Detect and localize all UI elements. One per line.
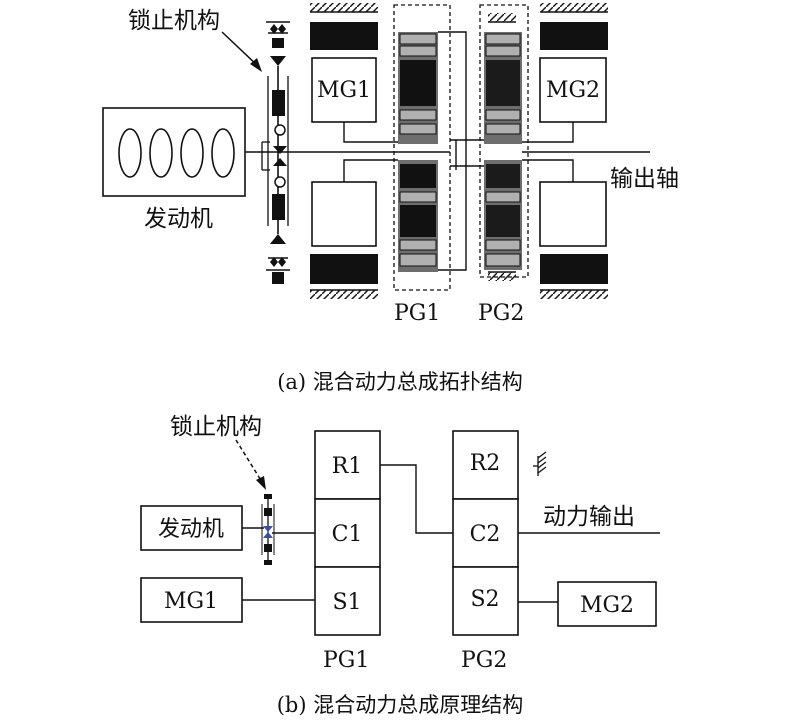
r2-ground-icon — [533, 451, 547, 476]
ground-hatch-top-left — [310, 3, 378, 13]
topology-connections — [343, 31, 650, 271]
mg2-label-a: MG2 — [546, 78, 600, 103]
s2-label: S2 — [470, 587, 499, 612]
engine-box — [140, 505, 243, 551]
pg2-ring-gear-r2 — [452, 430, 519, 500]
mg1-rotor-box-lower — [311, 181, 377, 247]
lock-pointer-arrow-b — [235, 439, 266, 490]
pg2-label-b: PG2 — [461, 648, 507, 673]
topology-diagram: 锁止机构 发动机 — [102, 3, 679, 394]
mg2-rotor-box-lower — [539, 181, 607, 247]
mg1-label-a: MG1 — [317, 78, 371, 103]
lock-mechanism-label-b: 锁止机构 — [170, 414, 262, 440]
pg2-frame — [479, 4, 529, 278]
engine-label-a: 发动机 — [144, 206, 213, 232]
pg2-gear-set-bottom — [484, 160, 522, 270]
ground-hatch-top-right — [540, 3, 608, 13]
mg1-box — [140, 577, 243, 623]
pg1-frame — [393, 4, 451, 291]
c1-label: C1 — [332, 522, 363, 547]
cylinder-icon — [149, 128, 173, 178]
ground-hatch-bottom-left — [310, 289, 378, 299]
caption-a: (a) 混合动力总成拓扑结构 — [277, 370, 523, 394]
pg1-label-a: PG1 — [394, 301, 440, 326]
principle-connections — [242, 464, 660, 603]
pg1-gear-set-top — [398, 32, 438, 144]
mg2-box — [557, 581, 657, 627]
lock-mechanism-label-a: 锁止机构 — [128, 8, 220, 34]
mg2-stator-top — [540, 22, 608, 50]
mg1-stator-top — [310, 22, 378, 50]
pg1-label-b: PG1 — [323, 648, 369, 673]
mg2-rotor-box — [539, 57, 607, 123]
mg2-label-b: MG2 — [580, 593, 634, 618]
mg1-rotor-box — [311, 57, 377, 123]
lock-mechanism-b — [261, 494, 275, 565]
pg1-ring-gear-r1 — [314, 430, 381, 500]
s1-label: S1 — [332, 590, 361, 615]
caption-b: (b) 混合动力总成原理结构 — [277, 693, 524, 717]
pg1-gear-set-bottom — [398, 160, 438, 272]
power-output-label: 动力输出 — [543, 504, 635, 530]
c2-label: C2 — [470, 522, 501, 547]
lock-pointer-arrow-a — [221, 31, 262, 72]
engine-block — [102, 107, 246, 197]
pg2-gear-set-top — [484, 32, 522, 144]
cylinder-icon — [180, 128, 204, 178]
mg1-label-b: MG1 — [164, 589, 218, 614]
pg2-sun-gear-s2 — [452, 566, 519, 636]
pg1-sun-gear-s1 — [314, 566, 381, 636]
output-shaft-label: 输出轴 — [610, 166, 679, 192]
principle-diagram: 锁止机构 发动机 R1 C1 S1 R2 — [140, 414, 660, 717]
r1-label: R1 — [332, 454, 363, 479]
ground-hatch-pg2-ring — [488, 13, 516, 23]
lock-mechanism-a — [261, 21, 290, 284]
engine-label-b: 发动机 — [158, 517, 224, 542]
ground-hatch-bottom-right — [540, 289, 608, 299]
cylinder-icon — [211, 128, 235, 178]
r2-label: R2 — [470, 451, 501, 476]
mg2-stator-bottom — [540, 254, 608, 284]
pg2-label-a: PG2 — [478, 301, 524, 326]
mg1-stator-bottom — [310, 254, 378, 284]
cylinder-icon — [118, 128, 142, 178]
